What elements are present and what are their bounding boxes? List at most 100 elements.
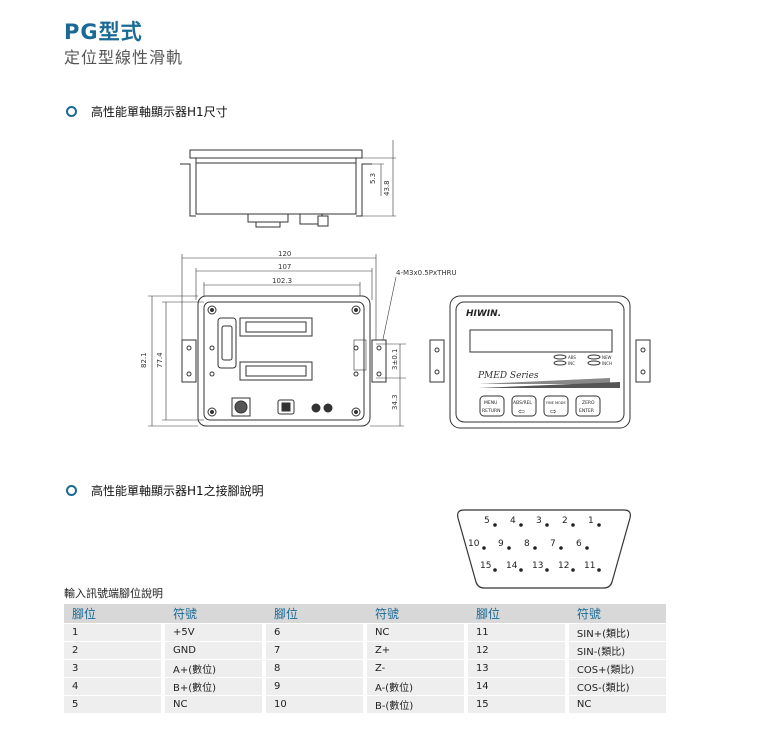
dim-82-1: 82.1 — [140, 352, 148, 368]
header-cell: 符號 — [366, 604, 464, 623]
abs-rel-button: ABS/REL ⇦ — [511, 395, 537, 417]
pinout-table: 腳位 符號 腳位 符號 腳位 符號 1 +5V 6 NC 11 SIN+(類比)… — [64, 603, 666, 714]
pin-label: 15 — [480, 561, 491, 571]
pin-label: 9 — [498, 539, 504, 549]
pin-label: 8 — [524, 539, 530, 549]
table-cell: Z+ — [366, 642, 464, 659]
svg-text:⇦: ⇦ — [518, 407, 525, 416]
table-cell: 14 — [467, 678, 565, 695]
pin-label: 2 — [562, 516, 568, 526]
page-title: PG型式 — [64, 20, 143, 44]
table-cell: 1 — [64, 624, 161, 641]
table-cell: 5 — [64, 696, 161, 713]
technical-drawing: 5.3 43.8 120 107 102.3 4-M3x0.5PxTHRU — [140, 140, 651, 589]
menu-button: MENU RETURN — [479, 395, 505, 417]
table-cell: COS-(類比) — [568, 678, 666, 695]
table-cell: 11 — [467, 624, 565, 641]
dsub15-connector: 5 4 3 2 1 10 9 8 7 6 15 14 13 12 11 — [457, 509, 631, 589]
table-cell: SIN-(類比) — [568, 642, 666, 659]
table-row: 5 NC 10 B-(數位) 15 NC — [64, 696, 666, 713]
svg-text:FINE MODE: FINE MODE — [546, 401, 566, 405]
side-view: 5.3 43.8 — [180, 140, 396, 228]
section-heading-pinout: 高性能單軸顯示器H1之接腳說明 — [66, 482, 264, 499]
svg-text:RETURN: RETURN — [482, 408, 501, 414]
dim-120: 120 — [278, 250, 291, 258]
table-cell: GND — [164, 642, 262, 659]
pin-label: 10 — [468, 539, 480, 549]
svg-text:ENTER: ENTER — [579, 408, 594, 414]
table-cell: Z- — [366, 660, 464, 677]
led-label: INCH — [602, 361, 612, 366]
table-cell: 13 — [467, 660, 565, 677]
table-cell: 12 — [467, 642, 565, 659]
bullet-icon — [66, 106, 77, 117]
svg-text:ABS/REL: ABS/REL — [513, 400, 532, 406]
table-cell: 4 — [64, 678, 161, 695]
dim-77-4: 77.4 — [156, 352, 164, 368]
table-cell: SIN+(類比) — [568, 624, 666, 641]
dim-5-3: 5.3 — [369, 173, 377, 184]
bullet-icon — [66, 485, 77, 496]
dim-3: 3±0.1 — [391, 349, 399, 370]
table-caption: 輸入訊號端腳位說明 — [64, 587, 163, 600]
brand-logo: HIWIN. — [466, 309, 501, 319]
table-cell: 8 — [265, 660, 363, 677]
side-dimensions — [148, 295, 406, 427]
thread-note: 4-M3x0.5PxTHRU — [396, 269, 457, 277]
table-row: 4 B+(數位) 9 A-(數位) 14 COS-(類比) — [64, 678, 666, 695]
pin-label: 3 — [536, 516, 542, 526]
rear-view — [181, 295, 387, 427]
led-label: ABS — [568, 355, 576, 360]
dim-34-3: 34.3 — [391, 394, 399, 410]
page-subtitle: 定位型線性滑軌 — [64, 48, 184, 67]
pin-label: 5 — [484, 516, 490, 526]
pin-label: 7 — [550, 539, 556, 549]
header-cell: 符號 — [568, 604, 666, 623]
table-cell: A-(數位) — [366, 678, 464, 695]
table-cell: +5V — [164, 624, 262, 641]
front-panel: HIWIN. ABS INC NEW INCH PMED Series MENU… — [429, 295, 651, 429]
header-cell: 腳位 — [64, 604, 161, 623]
table-cell: 9 — [265, 678, 363, 695]
table-cell: NC — [366, 624, 464, 641]
pin-label: 1 — [588, 516, 594, 526]
fine-mode-button: FINE MODE ⇨ — [543, 395, 569, 417]
table-cell: B+(數位) — [164, 678, 262, 695]
section-title: 高性能單軸顯示器H1尺寸 — [91, 105, 228, 119]
table-cell: COS+(類比) — [568, 660, 666, 677]
table-cell: 7 — [265, 642, 363, 659]
table-cell: 6 — [265, 624, 363, 641]
svg-text:⇨: ⇨ — [550, 407, 557, 416]
table-cell: 2 — [64, 642, 161, 659]
pin-label: 13 — [532, 561, 543, 571]
section-heading-dimensions: 高性能單軸顯示器H1尺寸 — [66, 103, 228, 120]
table-row: 2 GND 7 Z+ 12 SIN-(類比) — [64, 642, 666, 659]
section-title: 高性能單軸顯示器H1之接腳說明 — [91, 484, 264, 498]
pin-label: 12 — [558, 561, 569, 571]
pin-label: 11 — [584, 561, 595, 571]
pin-label: 4 — [510, 516, 516, 526]
table-header-row: 腳位 符號 腳位 符號 腳位 符號 — [64, 604, 666, 623]
pin-label: 14 — [506, 561, 518, 571]
svg-text:MENU: MENU — [484, 400, 497, 406]
led-label: INC — [568, 361, 575, 366]
table-cell: 15 — [467, 696, 565, 713]
series-label: PMED Series — [477, 371, 539, 381]
table-cell: 10 — [265, 696, 363, 713]
dim-102-3: 102.3 — [272, 277, 292, 285]
svg-text:ZERO: ZERO — [582, 400, 595, 406]
table-cell: A+(數位) — [164, 660, 262, 677]
header-cell: 符號 — [164, 604, 262, 623]
header-cell: 腳位 — [467, 604, 565, 623]
pin-label: 6 — [576, 539, 582, 549]
table-cell: B-(數位) — [366, 696, 464, 713]
table-cell: NC — [164, 696, 262, 713]
dim-107: 107 — [278, 263, 291, 271]
led-label: NEW — [602, 355, 612, 360]
table-cell: 3 — [64, 660, 161, 677]
zero-enter-button: ZERO ENTER — [575, 395, 601, 417]
table-cell: NC — [568, 696, 666, 713]
dim-43-8: 43.8 — [383, 180, 391, 196]
table-row: 3 A+(數位) 8 Z- 13 COS+(類比) — [64, 660, 666, 677]
header-cell: 腳位 — [265, 604, 363, 623]
